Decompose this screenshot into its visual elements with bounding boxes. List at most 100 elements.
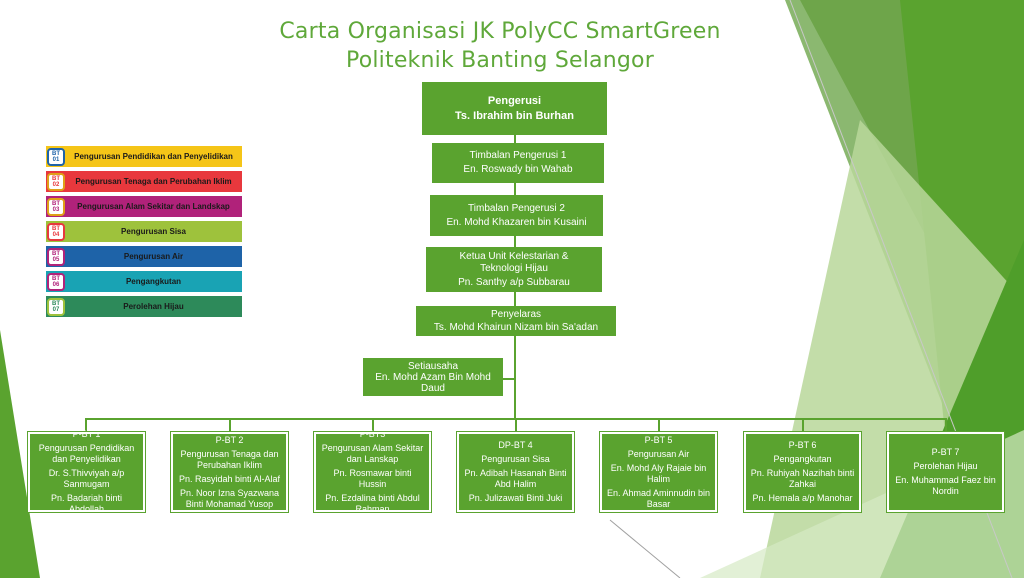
pillar-member: Abd Halim (494, 479, 537, 489)
deputy-chairman-2-box: Timbalan Pengerusi 2 En. Mohd Khazaren b… (430, 195, 603, 236)
unit-head-role-line1: Ketua Unit Kelestarian & (459, 250, 569, 262)
coordinator-role: Penyelaras (490, 309, 542, 320)
chart-title-line1: Carta Organisasi JK PolyCC SmartGreen (279, 19, 721, 44)
secretary-role: Setiausaha (407, 360, 459, 372)
pillar-box-2: P-BT 2 Pengurusan Tenaga dan Perubahan I… (170, 431, 289, 513)
pillar-member: Pn. Ezdalina binti Abdul (325, 493, 420, 503)
pillar-box-6: P-BT 6 Pengangkutan Pn. Ruhiyah Nazihah … (743, 431, 862, 513)
pillar-code: P-BT 1 (72, 429, 101, 439)
connector-drop-4 (515, 418, 517, 432)
sustainability-head-box: Ketua Unit Kelestarian & Teknologi Hijau… (426, 247, 602, 292)
connector-secretary (503, 378, 515, 380)
deputy-chairman-1-box: Timbalan Pengerusi 1 En. Roswady bin Wah… (432, 143, 604, 183)
pillar-area: Perubahan Iklim (196, 459, 263, 470)
pillar-member: En. Muhammad Faez bin (895, 475, 996, 485)
pillar-member: Pn. Hemala a/p Manohar (752, 493, 853, 503)
pillar-member: Pn. Rosmawar binti Hussin (333, 468, 412, 489)
pillar-member: Pn. Julizawati Binti Juki (468, 493, 563, 503)
chairman-name: Ts. Ibrahim bin Burhan (455, 109, 574, 122)
pillar-member: Zahkai (788, 479, 816, 489)
pillar-member: Pn. Rasyidah binti Al-Alaf (178, 473, 281, 484)
pillar-area: dan Penyelidikan (52, 454, 121, 464)
connector-drop-2 (229, 418, 231, 432)
pillar-area: Pengangkutan (773, 454, 832, 464)
pillar-member: Halim (646, 473, 670, 484)
pillar-code: P-BT 2 (215, 434, 244, 445)
legend-label: Pengurusan Alam Sekitar dan Landskap (77, 202, 230, 211)
secretary-name-line1: En. Mohd Azam Bin Mohd (375, 371, 491, 383)
pillar-code: P-BT 5 (644, 434, 673, 445)
left-corner-shape (0, 330, 40, 578)
pillar-member: Binti Mohamad Yusop (185, 498, 274, 509)
pillar-box-3: P-BT3 Pengurusan Alam Sekitar dan Lanska… (313, 429, 432, 514)
legend-label: Pengurusan Tenaga dan Perubahan Iklim (75, 177, 232, 186)
legend-label: Pengangkutan (125, 277, 182, 286)
legend-label: Pengurusan Air (123, 252, 184, 261)
pillar-member: Pn. Ruhiyah Nazihah binti (750, 468, 855, 478)
pillar-box-1: P-BT 1 Pengurusan Pendidikan dan Penyeli… (27, 429, 146, 514)
connector-drop-1 (85, 418, 87, 432)
pillar-area: Perolehan Hijau (913, 461, 978, 471)
chart-title-line2: Politeknik Banting Selangor (346, 48, 654, 73)
connector-drop-3 (372, 418, 374, 432)
pillar-code: P-BT 7 (931, 447, 960, 457)
legend-label: Pengurusan Sisa (121, 227, 186, 236)
pillar-area: Pengurusan Pendidikan (38, 443, 135, 453)
pillar-member: Basar (646, 498, 671, 509)
bottom-thin-line (609, 519, 681, 578)
secretary-box: Setiausaha En. Mohd Azam Bin Mohd Daud (363, 358, 503, 396)
deputy-1-name: En. Roswady bin Wahab (463, 164, 573, 175)
pillar-member: Pn. Noor Izna Syazwana (179, 487, 280, 498)
pillar-area: Pengurusan Air (627, 448, 690, 459)
pillar-box-7: P-BT 7 Perolehan Hijau En. Muhammad Faez… (886, 431, 1005, 513)
deputy-2-role: Timbalan Pengerusi 2 (468, 202, 565, 214)
pillar-box-5: P-BT 5 Pengurusan Air En. Mohd Aly Rajai… (599, 431, 718, 513)
pillar-member: Sanmugam (63, 479, 110, 489)
chairman-box: Pengerusi Ts. Ibrahim bin Burhan (422, 82, 607, 135)
connector-drop-6 (802, 418, 804, 432)
unit-head-name: Pn. Santhy a/p Subbarau (458, 276, 570, 288)
pillar-member: Abdollah (68, 504, 105, 514)
deputy-2-name: En. Mohd Khazaren bin Kusaini (446, 216, 587, 228)
unit-head-role-line2: Teknologi Hijau (480, 262, 548, 274)
secretary-name-line2: Daud (421, 382, 445, 394)
connector-drop-7 (945, 418, 947, 432)
pillar-area: dan Lanskap (346, 454, 399, 464)
pillar-member: En. Mohd Aly Rajaie bin (610, 462, 707, 473)
legend-label: Perolehan Hijau (123, 302, 184, 311)
chairman-role: Pengerusi (487, 94, 542, 107)
pillar-code: P-BT 6 (788, 440, 817, 450)
pillar-code: P-BT3 (359, 429, 386, 439)
connector-drop-5 (658, 418, 660, 432)
pillar-member: Rahman (355, 504, 390, 514)
pillar-member: Pn. Badariah binti (50, 493, 123, 503)
pillar-area: Pengurusan Tenaga dan (180, 448, 279, 459)
coordinator-name: Ts. Mohd Khairun Nizam bin Sa'adan (433, 322, 599, 333)
pillar-member: Pn. Adibah Hasanah Binti (464, 468, 567, 478)
pillar-area: Pengurusan Alam Sekitar (321, 443, 424, 453)
pillar-member: Nordin (932, 486, 959, 496)
pillar-area: Pengurusan Sisa (481, 454, 550, 464)
pillar-code: DP-BT 4 (498, 440, 533, 450)
legend-label: Pengurusan Pendidikan dan Penyelidikan (74, 152, 233, 161)
pillar-box-4: DP-BT 4 Pengurusan Sisa Pn. Adibah Hasan… (456, 431, 575, 513)
pillar-member: Dr. S.Thivviyah a/p (48, 468, 125, 478)
deputy-1-role: Timbalan Pengerusi 1 (469, 150, 567, 161)
coordinator-box: Penyelaras Ts. Mohd Khairun Nizam bin Sa… (416, 306, 616, 336)
pillar-member: En. Ahmad Aminnudin bin (606, 487, 711, 498)
